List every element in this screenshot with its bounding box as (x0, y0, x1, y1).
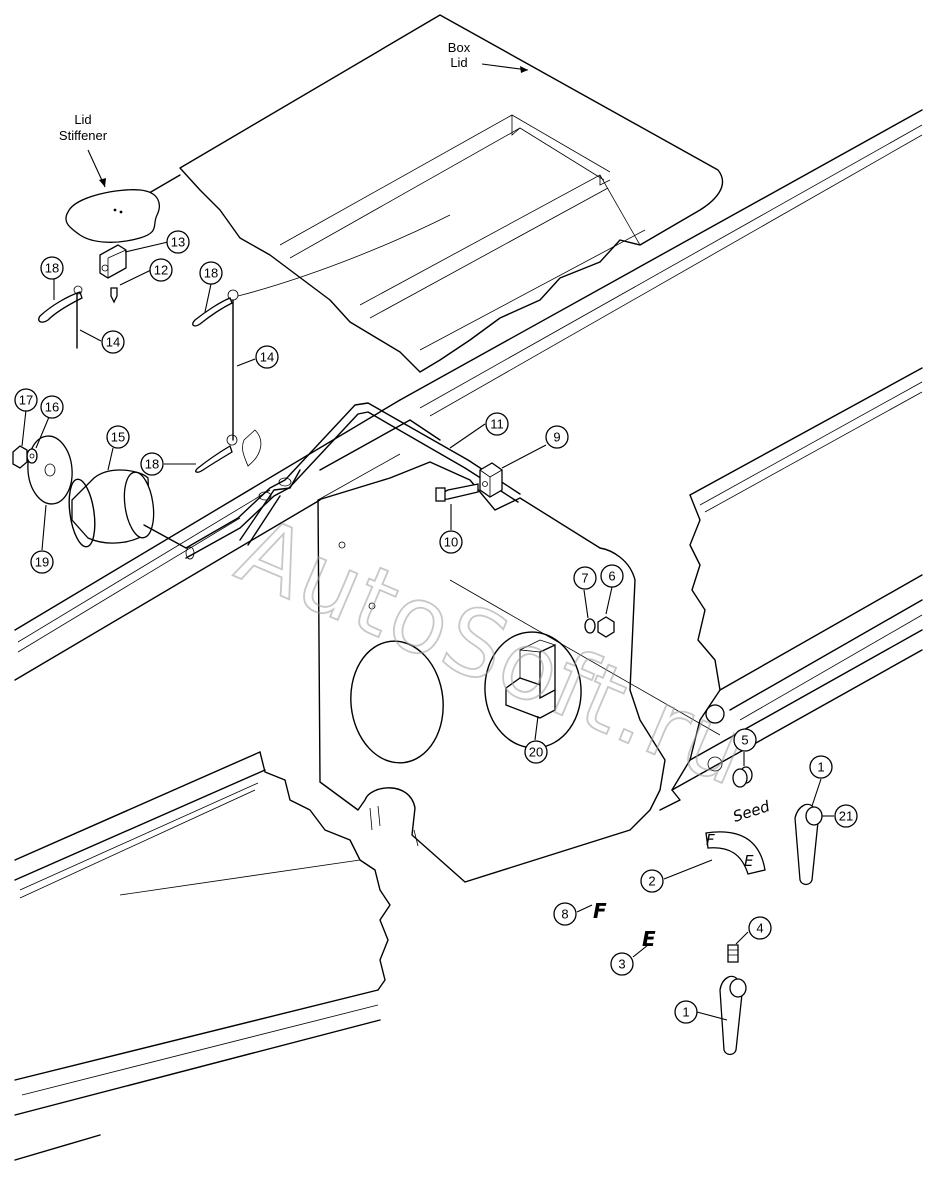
callout-6: 6 (600, 564, 624, 588)
svg-text:6: 6 (608, 569, 615, 584)
callout-12: 12 (149, 258, 173, 282)
svg-text:5: 5 (741, 733, 748, 748)
part-12-pin (110, 287, 118, 304)
part-2-seed-decal: Seed F E (705, 797, 773, 875)
callout-11: 11 (485, 412, 509, 436)
svg-text:15: 15 (111, 430, 125, 445)
callout-2: 2 (640, 869, 664, 893)
leader-box-lid (481, 63, 529, 71)
lid-stiffener (65, 189, 160, 243)
svg-text:20: 20 (529, 745, 543, 760)
svg-text:18: 18 (45, 261, 59, 276)
callout-14-right: 14 (255, 345, 279, 369)
part-20-bracket (505, 639, 556, 719)
part-10-bolt (435, 483, 479, 502)
part-18-clip-upper-right (192, 289, 239, 327)
part-7-washer (584, 618, 596, 634)
callout-17: 17 (14, 388, 38, 412)
decal-f-text: F (706, 831, 715, 849)
part-6-nut (597, 616, 615, 638)
part-9-shaft-clamp (479, 462, 503, 498)
decal-seed-text: Seed (731, 797, 773, 826)
lower-box-section (14, 751, 391, 1161)
lid-prop-cable (237, 214, 451, 297)
callout-20: 20 (524, 740, 548, 764)
svg-text:10: 10 (444, 535, 458, 550)
svg-text:18: 18 (145, 457, 159, 472)
box-lid (179, 14, 724, 373)
callout-13: 13 (166, 230, 190, 254)
callout-16: 16 (40, 395, 64, 419)
label-lid-stiffener-line1: Lid (74, 112, 91, 127)
callout-18-upper-right: 18 (199, 261, 223, 285)
svg-text:18: 18 (204, 266, 218, 281)
svg-text:4: 4 (756, 921, 763, 936)
part-11-shaft-assembly (185, 402, 521, 560)
callout-8: 8 (553, 902, 577, 926)
part-16-washer (26, 448, 38, 464)
label-lid-stiffener-line2: Stiffener (59, 128, 108, 143)
callout-7: 7 (573, 566, 597, 590)
part-1-lever-upper (794, 803, 823, 886)
callout-18-lower: 18 (140, 452, 164, 476)
watermark: AutoSoft.ru (223, 497, 764, 807)
callout-9: 9 (545, 425, 569, 449)
svg-text:13: 13 (171, 235, 185, 250)
callout-5: 5 (733, 728, 757, 752)
part-5-bushing (705, 704, 753, 788)
leaders (21, 241, 834, 1021)
label-box-lid-line2: Lid (450, 55, 467, 70)
callout-1-lower: 1 (674, 1000, 698, 1024)
svg-text:19: 19 (35, 555, 49, 570)
part-18-clip-lower (195, 434, 238, 473)
callout-3: 3 (610, 952, 634, 976)
svg-text:8: 8 (561, 907, 568, 922)
part-17-nut (12, 445, 28, 469)
callout-18-upper-left: 18 (40, 256, 64, 280)
part-3-letter-e: E (642, 927, 656, 951)
callout-15: 15 (106, 425, 130, 449)
svg-text:9: 9 (553, 430, 560, 445)
callout-1-upper: 1 (809, 755, 833, 779)
svg-text:3: 3 (618, 957, 625, 972)
svg-text:2: 2 (648, 874, 655, 889)
part-15-counterweight (68, 469, 187, 549)
callout-10: 10 (439, 530, 463, 554)
svg-text:14: 14 (260, 350, 274, 365)
part-1-lever-lower (719, 975, 747, 1056)
svg-text:14: 14 (106, 335, 120, 350)
callout-14-left: 14 (101, 330, 125, 354)
decal-e-text: E (744, 852, 754, 870)
callout-4: 4 (748, 916, 772, 940)
callout-21: 21 (834, 804, 858, 828)
part-19-weight-disc (27, 435, 73, 505)
part-18-clip-upper-left (38, 285, 83, 323)
mount-axis-line (449, 579, 721, 736)
svg-text:12: 12 (154, 263, 168, 278)
callout-19: 19 (30, 550, 54, 574)
svg-text:17: 17 (19, 393, 33, 408)
svg-text:1: 1 (817, 760, 824, 775)
part-8-letter-f: F (593, 899, 607, 923)
svg-text:1: 1 (682, 1005, 689, 1020)
part-4-set-screw (727, 944, 739, 963)
label-box-lid-line1: Box (448, 40, 471, 55)
svg-text:16: 16 (45, 400, 59, 415)
svg-text:7: 7 (581, 571, 588, 586)
svg-text:11: 11 (490, 417, 504, 432)
seed-box-rails (14, 109, 923, 811)
part-13-hinge-bracket (99, 244, 127, 279)
svg-text:21: 21 (839, 809, 853, 824)
